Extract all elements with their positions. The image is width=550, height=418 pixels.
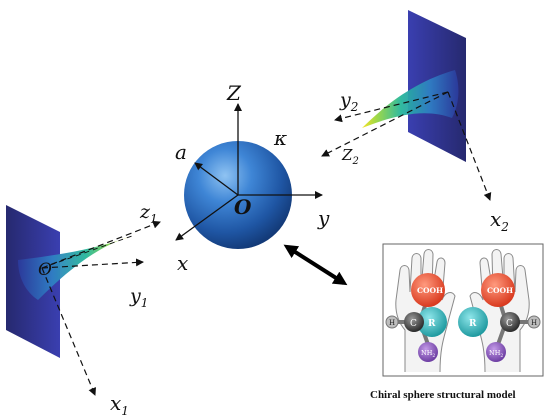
relation-double-arrow <box>283 244 348 286</box>
carbon-label-left: C <box>410 319 417 329</box>
radius-label: a <box>175 140 187 164</box>
central-sphere-group: Z y x O a κ <box>175 81 330 275</box>
r-label-left: R <box>428 319 436 329</box>
cooh-label-right: COOH <box>487 286 513 295</box>
nh2-atom-left <box>418 342 438 362</box>
center-origin-label: O <box>234 195 252 219</box>
model-caption: Chiral sphere structural model <box>370 389 516 401</box>
left-y-label: y1 <box>129 285 148 310</box>
nh2-atom-right <box>486 342 506 362</box>
left-x-label: x1 <box>110 391 129 418</box>
center-x-label: x <box>177 251 188 275</box>
radius-arrow <box>194 162 239 196</box>
right-beam-group: y2 Z2 x2 <box>321 10 509 234</box>
cooh-atom-left <box>411 273 445 307</box>
left-origin-label: O <box>38 260 52 280</box>
carbon-label-right: C <box>506 319 513 329</box>
left-z-axis <box>41 220 161 269</box>
left-beam-group: z1 O y1 x1 <box>6 201 161 418</box>
carbon-atom-right <box>500 312 520 332</box>
nh2-label-left: NH2 <box>421 349 435 359</box>
right-x-label: x2 <box>490 207 509 234</box>
right-z-axis <box>321 91 449 157</box>
center-z-label: Z <box>226 81 242 105</box>
right-beam-cone <box>362 70 459 128</box>
r-atom-left <box>417 307 447 337</box>
left-beam-cone <box>18 236 132 300</box>
right-z-label: Z2 <box>341 146 359 167</box>
left-z-label: z1 <box>139 201 158 226</box>
hydrogen-label-left: H <box>389 319 395 327</box>
hydrogen-atom-left <box>385 315 399 329</box>
kappa-label: κ <box>273 126 287 150</box>
hydrogen-atom-right <box>527 315 541 329</box>
carbon-atom-left <box>404 312 424 332</box>
left-x-axis <box>41 267 96 396</box>
cooh-label-left: COOH <box>417 286 443 295</box>
r-label-right: R <box>469 319 477 329</box>
chiral-model-panel: H COOH R C NH2 H COOH R C NH2 Chiral sph… <box>370 243 544 401</box>
center-y-label: y <box>317 206 330 230</box>
r-atom-right <box>458 307 488 337</box>
right-y-label: y2 <box>339 89 358 114</box>
hydrogen-label-right: H <box>531 319 537 327</box>
nh2-label-right: NH2 <box>489 349 503 359</box>
left-y-axis <box>41 258 144 269</box>
cooh-atom-right <box>481 273 515 307</box>
center-x-axis <box>175 194 239 241</box>
left-beam-guide <box>41 235 133 269</box>
